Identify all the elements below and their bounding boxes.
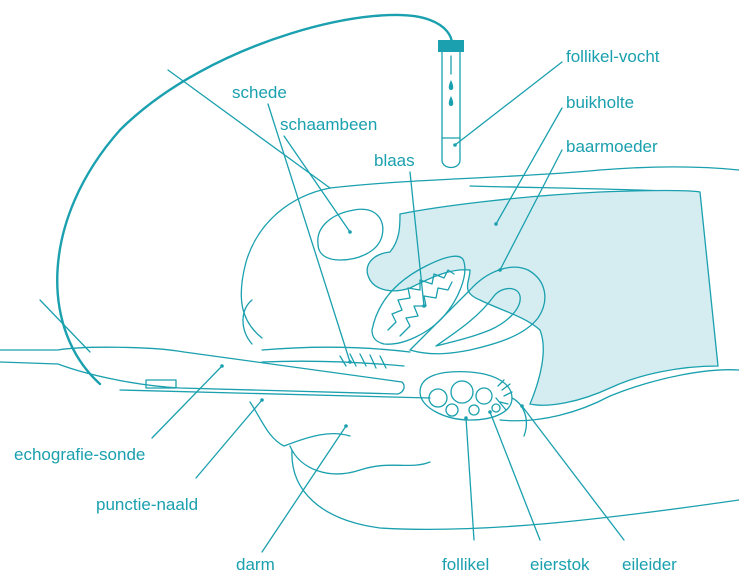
ovary-group: [420, 372, 526, 436]
abdominal-cavity-region: [367, 191, 718, 406]
label-schaambeen: schaambeen: [280, 115, 377, 134]
pubic-bone-shape: [318, 209, 383, 260]
label-eierstok: eierstok: [530, 555, 590, 574]
label-blaas: blaas: [374, 151, 415, 170]
aspiration-tube: [57, 15, 452, 384]
label-echografie-sonde: echografie-sonde: [14, 445, 145, 464]
label-buikholte: buikholte: [566, 93, 634, 112]
label-punctie-naald: punctie-naald: [96, 495, 198, 514]
label-schede: schede: [232, 83, 287, 102]
label-darm: darm: [236, 555, 275, 574]
label-baarmoeder: baarmoeder: [566, 137, 658, 156]
test-tube: [438, 40, 464, 168]
label-follikel-vocht: follikel-vocht: [566, 47, 660, 66]
label-eileider: eileider: [622, 555, 677, 574]
label-follikel: follikel: [442, 555, 489, 574]
